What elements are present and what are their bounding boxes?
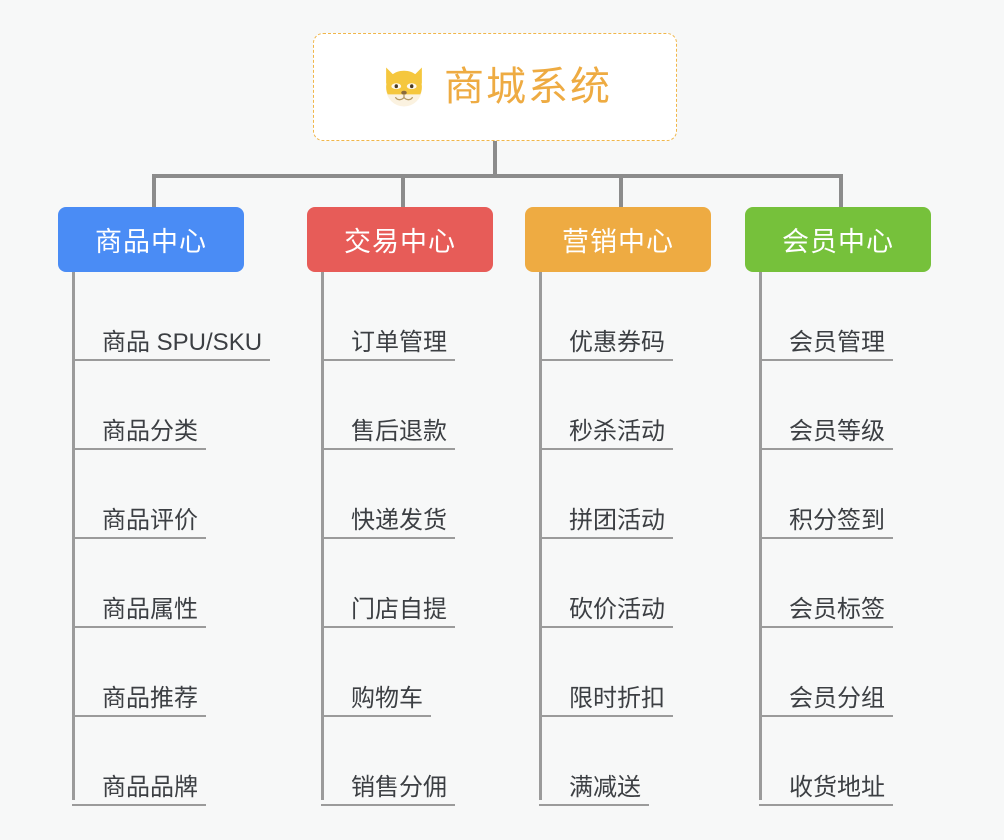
leaf-node[interactable]: 优惠券码 xyxy=(539,272,711,361)
leaf-label: 砍价活动 xyxy=(569,595,665,623)
leaf-label: 售后退款 xyxy=(351,417,447,445)
leaf-node[interactable]: 积分签到 xyxy=(759,450,931,539)
leaf-underline xyxy=(321,804,455,806)
column-rail xyxy=(759,272,762,800)
connector-drop-2 xyxy=(401,174,405,207)
leaf-label: 商品评价 xyxy=(102,506,198,534)
connector-drop-3 xyxy=(619,174,623,207)
leaf-underline xyxy=(72,715,206,717)
leaf-label: 会员管理 xyxy=(789,328,885,356)
leaf-label: 商品分类 xyxy=(102,417,198,445)
leaf-underline xyxy=(759,537,893,539)
leaf-label: 积分签到 xyxy=(789,506,885,534)
leaf-node[interactable]: 门店自提 xyxy=(321,539,493,628)
leaf-node[interactable]: 会员管理 xyxy=(759,272,931,361)
leaf-node[interactable]: 拼团活动 xyxy=(539,450,711,539)
column-header-trade-center[interactable]: 交易中心 xyxy=(307,207,493,272)
column-list-product-center: 商品 SPU/SKU 商品分类商品评价商品属性商品推荐商品品牌 xyxy=(72,272,270,806)
leaf-underline xyxy=(321,626,455,628)
leaf-label: 收货地址 xyxy=(789,773,885,801)
leaf-node[interactable]: 快递发货 xyxy=(321,450,493,539)
root-node-card[interactable]: 商城系统 xyxy=(313,33,677,141)
leaf-underline xyxy=(321,359,455,361)
leaf-label: 销售分佣 xyxy=(351,773,447,801)
connector-stem xyxy=(493,141,497,177)
leaf-underline xyxy=(321,715,431,717)
leaf-label: 满减送 xyxy=(569,773,641,801)
column-list-trade-center: 订单管理售后退款快递发货门店自提购物车销售分佣 xyxy=(321,272,493,806)
leaf-underline xyxy=(539,626,673,628)
leaf-underline xyxy=(539,359,673,361)
leaf-underline xyxy=(539,804,649,806)
leaf-underline xyxy=(539,715,673,717)
leaf-node[interactable]: 商品推荐 xyxy=(72,628,244,717)
connector-drop-1 xyxy=(152,174,156,207)
leaf-node[interactable]: 会员标签 xyxy=(759,539,931,628)
column-list-marketing-center: 优惠券码秒杀活动拼团活动砍价活动限时折扣满减送 xyxy=(539,272,711,806)
column-rail xyxy=(539,272,542,800)
leaf-label: 秒杀活动 xyxy=(569,417,665,445)
leaf-node[interactable]: 会员分组 xyxy=(759,628,931,717)
leaf-node[interactable]: 会员等级 xyxy=(759,361,931,450)
column-header-member-center[interactable]: 会员中心 xyxy=(745,207,931,272)
leaf-underline xyxy=(759,448,893,450)
connector-bus xyxy=(152,174,843,178)
leaf-label: 商品 SPU/SKU xyxy=(102,328,263,356)
leaf-underline xyxy=(72,448,206,450)
leaf-underline xyxy=(72,537,206,539)
leaf-label: 会员分组 xyxy=(789,684,885,712)
leaf-label: 限时折扣 xyxy=(569,684,665,712)
leaf-node[interactable]: 满减送 xyxy=(539,717,711,806)
leaf-label: 会员等级 xyxy=(789,417,885,445)
leaf-node[interactable]: 秒杀活动 xyxy=(539,361,711,450)
column-product-center: 商品中心商品 SPU/SKU 商品分类商品评价商品属性商品推荐商品品牌 xyxy=(58,207,270,806)
leaf-node[interactable]: 商品 SPU/SKU xyxy=(72,272,270,361)
leaf-label: 订单管理 xyxy=(351,328,447,356)
connector-drop-4 xyxy=(839,174,843,207)
leaf-label: 门店自提 xyxy=(351,595,447,623)
leaf-underline xyxy=(72,804,206,806)
shiba-dog-emoji-icon xyxy=(386,67,422,107)
leaf-node[interactable]: 订单管理 xyxy=(321,272,493,361)
leaf-node[interactable]: 销售分佣 xyxy=(321,717,493,806)
leaf-underline xyxy=(759,804,893,806)
column-marketing-center: 营销中心优惠券码秒杀活动拼团活动砍价活动限时折扣满减送 xyxy=(525,207,711,806)
leaf-node[interactable]: 售后退款 xyxy=(321,361,493,450)
leaf-node[interactable]: 砍价活动 xyxy=(539,539,711,628)
leaf-underline xyxy=(72,359,270,361)
leaf-underline xyxy=(539,448,673,450)
column-rail xyxy=(72,272,75,800)
leaf-node[interactable]: 商品分类 xyxy=(72,361,244,450)
leaf-label: 商品推荐 xyxy=(102,684,198,712)
leaf-label: 商品属性 xyxy=(102,595,198,623)
column-list-member-center: 会员管理会员等级积分签到会员标签会员分组收货地址 xyxy=(759,272,931,806)
leaf-underline xyxy=(321,537,455,539)
leaf-underline xyxy=(759,715,893,717)
leaf-label: 购物车 xyxy=(351,684,423,712)
column-trade-center: 交易中心订单管理售后退款快递发货门店自提购物车销售分佣 xyxy=(307,207,493,806)
leaf-label: 会员标签 xyxy=(789,595,885,623)
column-rail xyxy=(321,272,324,800)
leaf-node[interactable]: 商品评价 xyxy=(72,450,244,539)
column-header-product-center[interactable]: 商品中心 xyxy=(58,207,244,272)
leaf-underline xyxy=(321,448,455,450)
leaf-node[interactable]: 限时折扣 xyxy=(539,628,711,717)
leaf-node[interactable]: 商品品牌 xyxy=(72,717,244,806)
leaf-label: 优惠券码 xyxy=(569,328,665,356)
leaf-underline xyxy=(72,626,206,628)
page-title: 商城系统 xyxy=(444,65,612,109)
leaf-label: 拼团活动 xyxy=(569,506,665,534)
column-header-marketing-center[interactable]: 营销中心 xyxy=(525,207,711,272)
leaf-label: 快递发货 xyxy=(351,506,447,534)
leaf-underline xyxy=(539,537,673,539)
leaf-node[interactable]: 商品属性 xyxy=(72,539,244,628)
leaf-node[interactable]: 收货地址 xyxy=(759,717,931,806)
leaf-underline xyxy=(759,359,893,361)
leaf-node[interactable]: 购物车 xyxy=(321,628,493,717)
leaf-label: 商品品牌 xyxy=(102,773,198,801)
column-member-center: 会员中心会员管理会员等级积分签到会员标签会员分组收货地址 xyxy=(745,207,931,806)
leaf-underline xyxy=(759,626,893,628)
